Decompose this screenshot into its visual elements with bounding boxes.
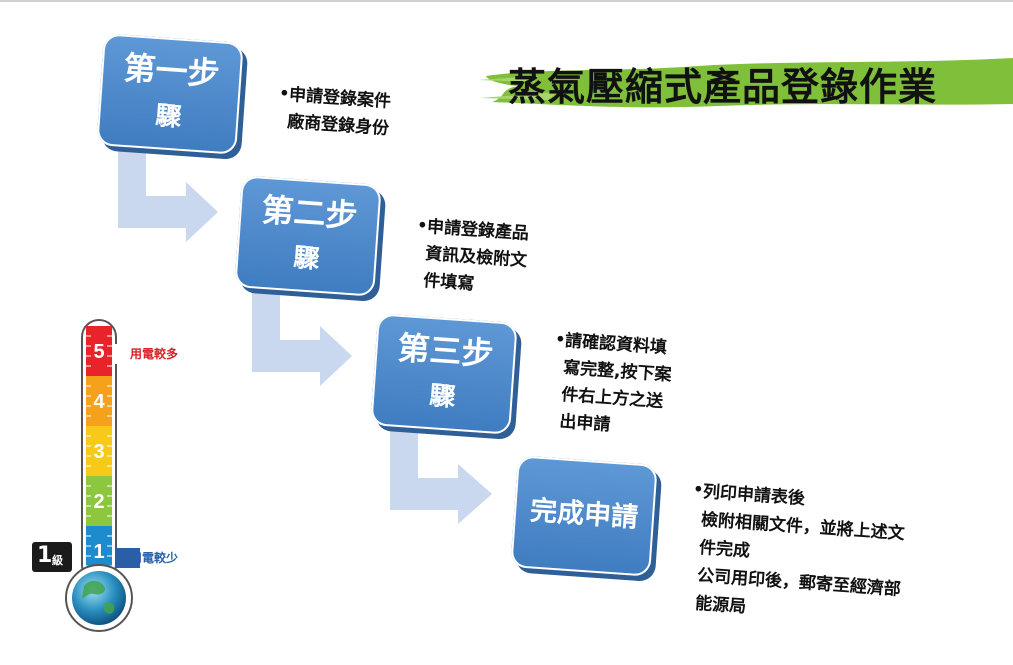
grade-badge: 1 級	[32, 542, 72, 572]
low-usage-label: 用電較少	[130, 551, 179, 565]
step-1-box: 第一步 驟	[96, 33, 244, 155]
gauge-level-5: 5	[93, 341, 104, 363]
energy-thermometer: 5 4 3 2 1	[65, 319, 140, 632]
step-complete-title: 完成申請	[529, 495, 640, 534]
grade-unit: 級	[52, 554, 63, 567]
bullet-icon: •	[554, 329, 567, 349]
high-usage-label: 用電較多	[114, 344, 185, 364]
step-complete-description: • 列印申請表後 檢附相關文件，並將上述文 件完成 公司用印後，郵寄至經濟部 能…	[692, 478, 907, 632]
step-3-box: 第三步 驟	[370, 313, 518, 435]
low-pointer	[116, 548, 140, 568]
gauge-level-1: 1	[93, 541, 104, 563]
title-banner: 蒸氣壓縮式產品登錄作業	[478, 46, 1013, 116]
gauge-segment-2	[86, 476, 112, 526]
bullet-icon: •	[416, 215, 429, 235]
gauge-level-3: 3	[93, 441, 104, 463]
step-1-description: • 申請登錄案件 廠商登錄身份	[279, 82, 392, 143]
gauge-level-2: 2	[93, 491, 104, 513]
step-3-suffix: 驟	[428, 381, 457, 413]
gauge-segment-5	[86, 326, 112, 376]
globe-icon	[72, 571, 126, 625]
grade-number: 1	[37, 543, 53, 568]
arrow-step3-to-step4	[390, 430, 492, 524]
step-2-title: 第二步	[260, 190, 359, 236]
step-2-description: • 申請登錄產品 資訊及檢附文 件填寫	[417, 214, 530, 302]
bullet-icon: •	[278, 83, 291, 103]
arrow-step1-to-step2	[118, 148, 218, 242]
step-2-box: 第二步 驟	[234, 175, 382, 297]
step-3-title: 第三步	[396, 328, 495, 374]
step-1-suffix: 驟	[154, 101, 183, 133]
gauge-level-4: 4	[93, 391, 105, 413]
step-1-title: 第一步	[122, 48, 221, 94]
bullet-icon: •	[692, 479, 705, 499]
step-2-suffix: 驟	[292, 243, 321, 275]
arrow-step2-to-step3	[252, 290, 352, 386]
top-divider	[0, 0, 1013, 2]
step-3-description: • 請確認資料填 寫完整,按下案 件右上方之送 出申請	[555, 328, 674, 443]
brush-stroke	[478, 58, 1013, 108]
page-title: 蒸氣壓縮式產品登錄作業	[508, 65, 938, 109]
gauge-segment-4	[86, 376, 112, 426]
step-complete-box: 完成申請	[510, 455, 658, 577]
gauge-segment-3	[86, 426, 112, 476]
